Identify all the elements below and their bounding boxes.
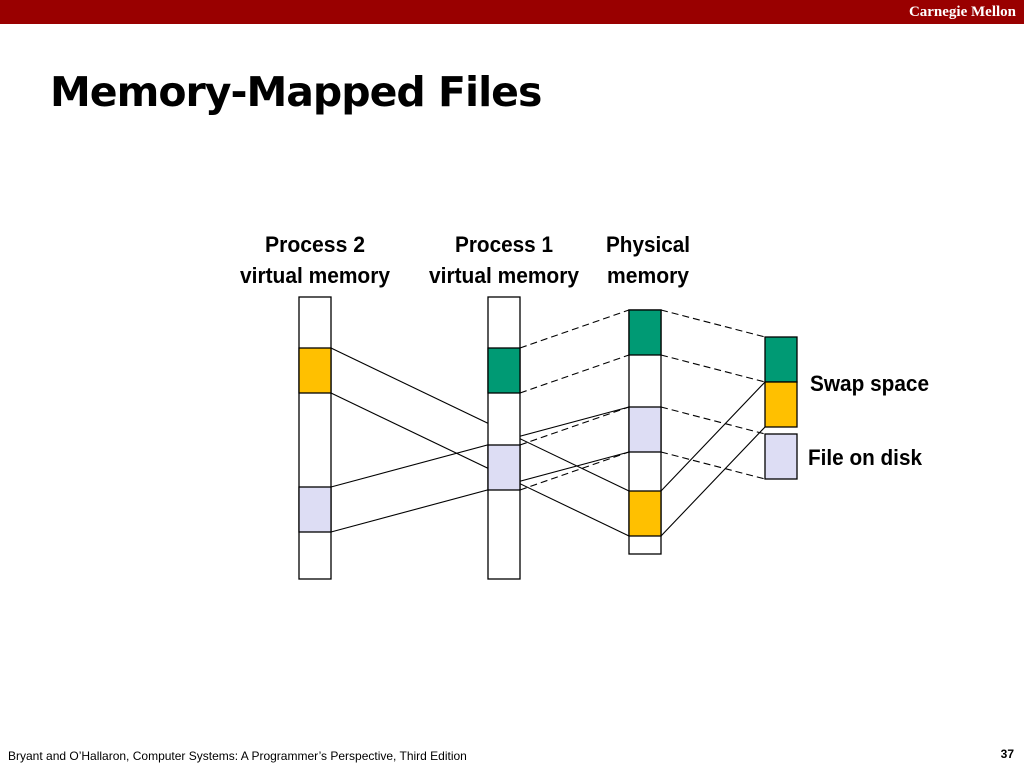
memory-blocks — [298, 296, 798, 580]
process1-page-green — [487, 347, 521, 394]
process2-page-yellow — [298, 347, 332, 394]
p2-yellow-to-phys-top — [330, 347, 630, 492]
file-on-disk-page — [764, 433, 798, 480]
process1-column — [487, 296, 521, 580]
header-bar: Carnegie Mellon — [0, 0, 1024, 24]
slide-title: Memory-Mapped Files — [50, 68, 542, 116]
physical-memory-label-line2: memory — [607, 263, 690, 288]
physical-page-yellow — [628, 490, 662, 537]
phys-yellow-to-swap-top — [660, 381, 766, 492]
phys-lavender-to-file-bottom — [660, 451, 766, 480]
mapping-lines — [330, 309, 766, 537]
swap-page-green — [764, 336, 798, 383]
file-on-disk-label: File on disk — [808, 445, 923, 470]
process2-label-line2: virtual memory — [240, 263, 391, 288]
p1-lavender-to-phys-bottom — [519, 451, 630, 491]
process2-column — [298, 296, 332, 580]
process2-page-lavender — [298, 486, 332, 533]
footer-citation: Bryant and O’Hallaron, Computer Systems:… — [8, 749, 467, 763]
phys-green-to-swap-top — [660, 309, 766, 338]
phys-yellow-to-swap-bottom — [660, 426, 766, 537]
brand-text: Carnegie Mellon — [908, 4, 1016, 20]
p2-yellow-to-phys-bottom — [330, 392, 630, 537]
process2-label-line1: Process 2 — [265, 232, 365, 257]
p1-green-to-phys-bottom — [519, 354, 630, 394]
swap-page-yellow — [764, 381, 798, 428]
phys-lavender-to-file-top — [660, 406, 766, 435]
process1-page-lavender — [487, 444, 521, 491]
physical-page-lavender — [628, 406, 662, 453]
phys-green-to-swap-bottom — [660, 354, 766, 383]
physical-page-green — [628, 309, 662, 356]
p1-lavender-to-phys-top — [519, 406, 630, 446]
p2-lavender-to-phys-bottom — [330, 451, 630, 533]
page-number: 37 — [1000, 747, 1014, 761]
p1-green-to-phys-top — [519, 309, 630, 349]
process1-label-line2: virtual memory — [429, 263, 580, 288]
p2-lavender-to-phys-top — [330, 406, 630, 488]
process1-label-line1: Process 1 — [455, 232, 553, 257]
physical-memory-label-line1: Physical — [606, 232, 690, 257]
swap-space-label: Swap space — [810, 371, 929, 396]
